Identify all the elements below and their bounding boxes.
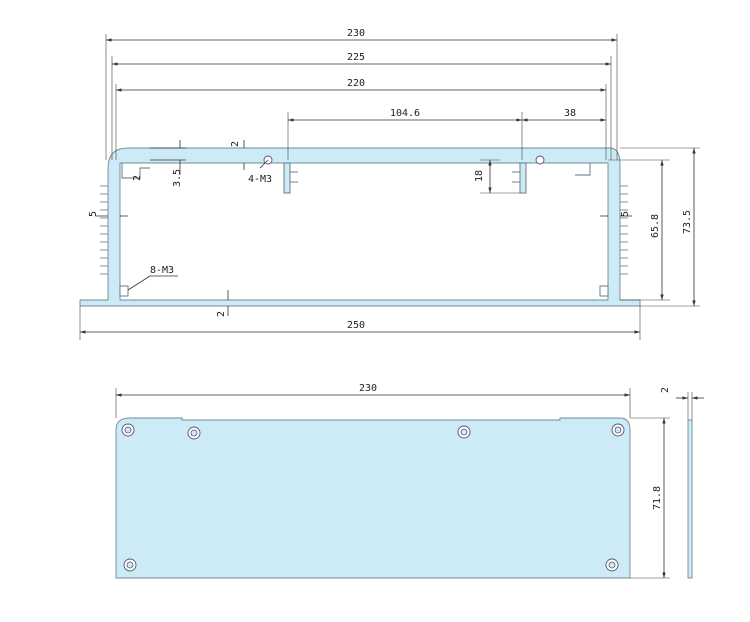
dim-base-thickness: 2 [216,311,227,317]
dim-base-width: 250 [347,320,365,331]
enclosure-profile [79,147,641,307]
extension-lines [79,34,700,340]
dim-top-width: 230 [347,28,365,39]
dim-fin-right: 5 [620,211,631,217]
screw-bosses [119,155,609,297]
dimension-labels: 230 225 220 104.6 38 2 3.5 2 4-M3 18 5 5… [88,28,693,331]
dim-wall-1: 2 [230,141,241,147]
dim-inner-width-1: 225 [347,52,365,63]
end-plate-view: 230 71.8 2 [115,383,704,579]
dim-slot-depth: 18 [474,170,485,182]
pcb-slot-right [512,162,527,194]
end-plate-side [687,419,693,579]
dim-end-height: 71.8 [652,486,663,510]
pcb-slot-left [283,162,298,194]
dim-slot-span: 104.6 [390,108,420,119]
dim-inner-height: 65.8 [650,214,661,238]
dim-screw-note: 4-M3 [248,174,272,185]
left-fins [100,185,108,275]
dim-end-thickness: 2 [660,387,671,393]
end-plate-labels: 230 71.8 2 [359,383,671,510]
profile-view: 230 225 220 104.6 38 2 3.5 2 4-M3 18 5 5… [79,28,700,340]
dim-lip-3-5: 3.5 [172,169,183,187]
dim-fin-left: 5 [88,211,99,217]
dim-base-screws: 8-M3 [150,265,174,276]
dim-end-width: 230 [359,383,377,394]
dim-lip-2: 2 [132,175,143,181]
dim-slot-offset: 38 [564,108,576,119]
dim-total-height: 73.5 [682,210,693,234]
mounting-holes [121,423,625,572]
dim-inner-width-2: 220 [347,78,365,89]
end-plate [115,417,631,579]
right-fins [620,185,628,275]
end-plate-dimension-lines [116,393,704,578]
dimension-lines [80,38,696,334]
